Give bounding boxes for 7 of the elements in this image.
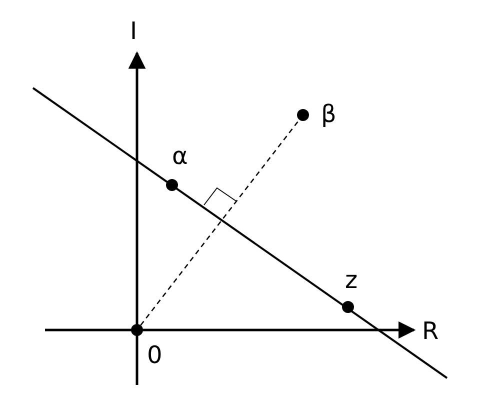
point-label: α [172,143,188,169]
axis-label: R [422,318,439,344]
point-label: β [321,101,336,127]
dashed-line [140,119,300,326]
point-label: z [345,267,358,293]
axis-label: I [130,18,138,44]
point-label: 0 [147,342,162,368]
